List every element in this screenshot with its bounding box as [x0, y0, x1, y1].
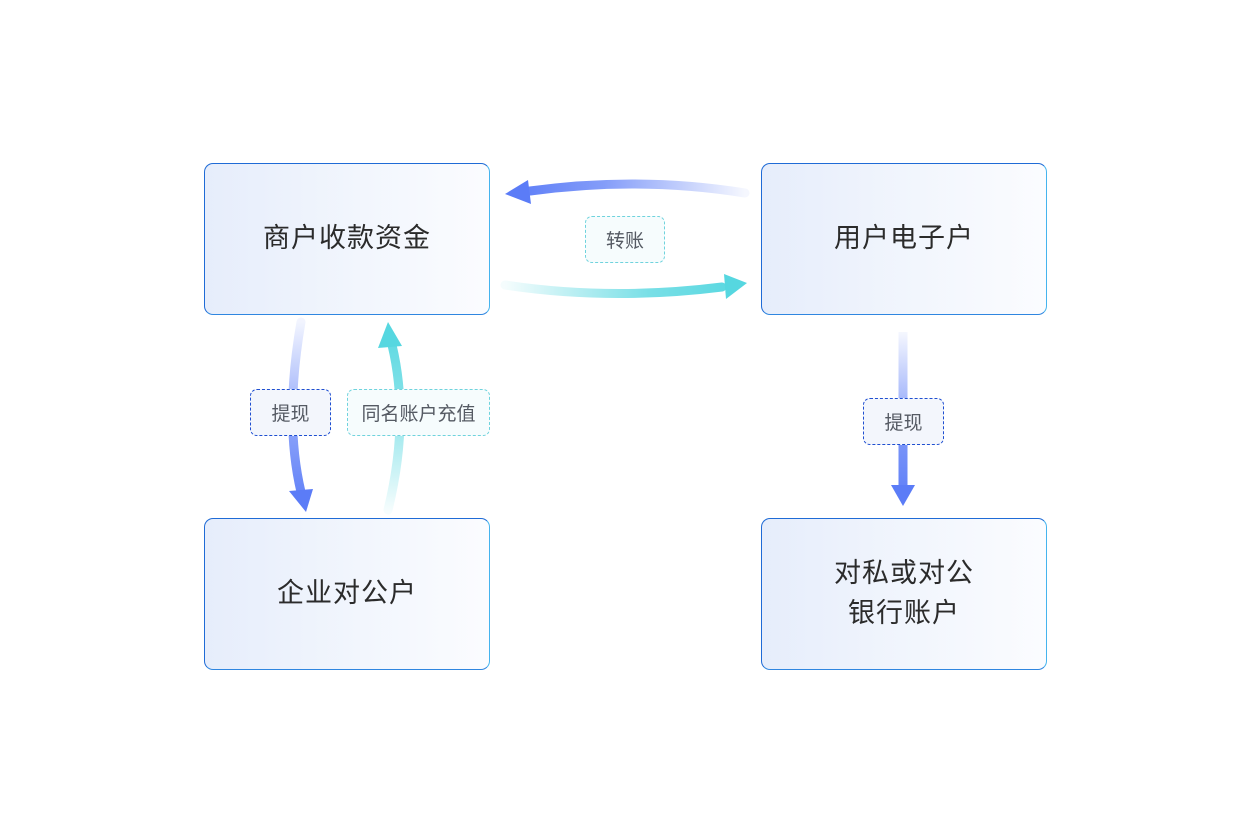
- arrow-merchant-to-user-head: [724, 274, 747, 299]
- merchant-funds-label: 商户收款资金: [263, 223, 431, 254]
- arrow-user-to-merchant-shaft: [525, 179, 750, 198]
- withdraw-left-edge-label: 提现: [250, 389, 331, 436]
- arrow-merchant-to-user: [500, 274, 747, 299]
- bank-account-label-line2: 银行账户: [848, 598, 960, 629]
- user-e-account-label: 用户电子户: [834, 223, 974, 254]
- arrow-user-to-merchant-head: [505, 180, 531, 204]
- arrow-user-to-merchant: [505, 179, 750, 204]
- arrow-corporate-to-merchant-head: [378, 322, 402, 348]
- corporate-account-label: 企业对公户: [277, 578, 417, 609]
- arrow-merchant-to-user-shaft: [500, 280, 727, 299]
- recharge-edge-label: 同名账户充值: [347, 389, 490, 436]
- transfer-edge-label: 转账: [585, 216, 665, 263]
- merchant-funds-node: 商户收款资金: [204, 163, 490, 315]
- arrow-merchant-to-corporate-head: [289, 489, 313, 512]
- withdraw-right-edge-label: 提现: [863, 398, 944, 445]
- user-e-account-node: 用户电子户: [761, 163, 1047, 315]
- bank-account-node: 对私或对公 银行账户: [761, 518, 1047, 670]
- arrow-user-to-bank-head: [891, 485, 915, 506]
- corporate-account-node: 企业对公户: [204, 518, 490, 670]
- bank-account-label-line1: 对私或对公: [834, 558, 974, 589]
- bank-account-label: 对私或对公 银行账户: [834, 554, 974, 634]
